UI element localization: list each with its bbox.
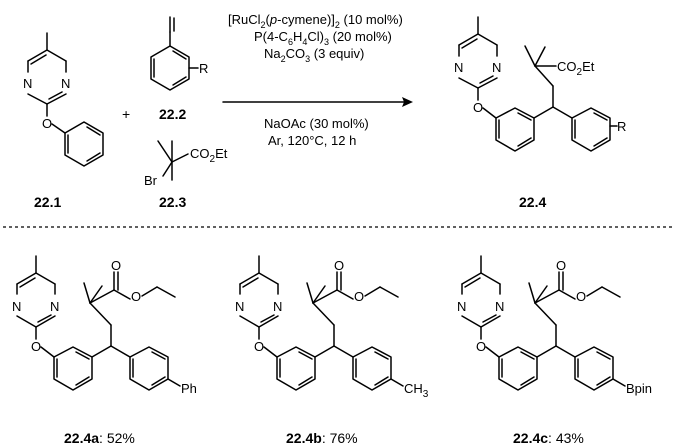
product-label-22-4c: 22.4c: 43% (513, 430, 584, 446)
ch3-group: CH3 (404, 381, 429, 400)
svg-text:O: O (354, 289, 364, 304)
reaction-conditions: [RuCl2(p-cymene)]2 (10 mol%) P(4-C6H4Cl)… (228, 12, 403, 148)
condition-ligand: P(4-C6H4Cl)3 (20 mol%) (254, 29, 392, 47)
svg-text:O: O (131, 289, 141, 304)
arrowhead (402, 97, 413, 107)
svg-text:O: O (31, 339, 41, 354)
svg-text:N: N (235, 299, 244, 314)
compound-label-22-2: 22.2 (159, 106, 186, 122)
r-group: R (617, 119, 626, 134)
svg-text:O: O (556, 258, 566, 273)
svg-text:N: N (495, 299, 504, 314)
compound-22-2-structure: R (150, 16, 208, 91)
product-22-4a-structure: N N O O O Ph (12, 255, 197, 396)
product-22-4b-structure: N N O O O CH3 (235, 255, 429, 400)
svg-text:N: N (50, 299, 59, 314)
br-atom: Br (144, 173, 158, 188)
o-atom: O (473, 100, 483, 115)
svg-text:O: O (254, 339, 264, 354)
svg-text:N: N (457, 299, 466, 314)
svg-text:O: O (111, 258, 121, 273)
product-label-22-4b: 22.4b: 76% (286, 430, 358, 446)
compound-label-22-3: 22.3 (159, 194, 186, 210)
compound-22-1-structure: N N O (23, 32, 104, 167)
ph-group: Ph (181, 381, 197, 396)
condition-additive: NaOAc (30 mol%) (264, 116, 369, 131)
svg-text:O: O (576, 289, 586, 304)
n-atom: N (454, 60, 463, 75)
svg-text:O: O (476, 339, 486, 354)
compound-22-3-structure: CO2Et Br (144, 140, 228, 188)
condition-base: Na2CO3 (3 equiv) (264, 46, 364, 64)
o-atom: O (42, 116, 52, 131)
product-label-22-4a: 22.4a: 52% (64, 430, 135, 446)
bpin-group: Bpin (626, 381, 652, 396)
svg-text:O: O (334, 258, 344, 273)
plus-sign: + (122, 106, 130, 122)
svg-text:N: N (12, 299, 21, 314)
n-atom: N (61, 76, 70, 91)
compound-label-22-4: 22.4 (519, 194, 546, 210)
compound-label-22-1: 22.1 (34, 194, 61, 210)
condition-atmosphere: Ar, 120°C, 12 h (268, 133, 356, 148)
n-atom: N (492, 60, 501, 75)
co2et-group: CO2Et (190, 146, 228, 165)
n-atom: N (23, 76, 32, 91)
condition-catalyst: [RuCl2(p-cymene)]2 (10 mol%) (228, 12, 403, 30)
co2et-group: CO2Et (557, 59, 595, 78)
svg-text:N: N (273, 299, 282, 314)
r-group: R (199, 61, 208, 76)
compound-22-4-structure: N N O CO2Et R (454, 16, 626, 152)
product-22-4c-structure: N N O O O Bpin (457, 255, 652, 396)
